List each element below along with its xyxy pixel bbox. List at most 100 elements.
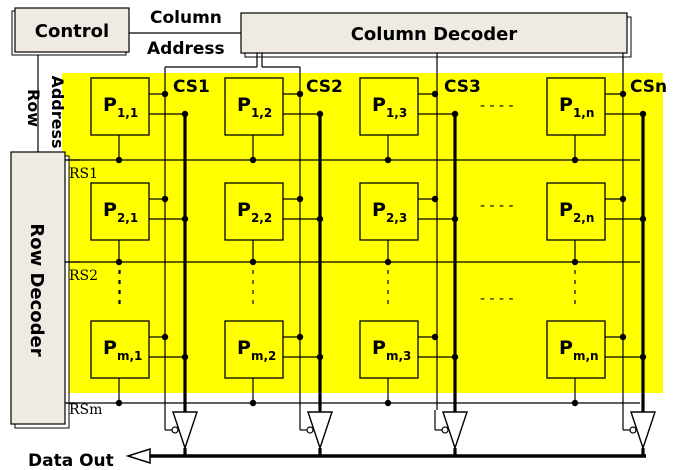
junction-dot bbox=[571, 156, 579, 164]
row-decoder-block: Row Decoder bbox=[10, 151, 70, 429]
cell-label-base: P bbox=[559, 94, 573, 116]
control-block: Control bbox=[11, 7, 130, 56]
data-out-arrow bbox=[125, 447, 151, 465]
cell-box bbox=[546, 182, 606, 241]
column-continuation-dashes: - - - - bbox=[480, 98, 514, 114]
column-select-label: CS2 bbox=[306, 77, 343, 97]
column-label: Column bbox=[150, 8, 222, 28]
junction-dot bbox=[296, 195, 304, 203]
cell-label-base: P bbox=[237, 199, 251, 221]
cell-label: Pm,n bbox=[559, 337, 599, 363]
cell-label-subscript: m,n bbox=[573, 349, 599, 363]
cell-label-base: P bbox=[372, 94, 386, 116]
junction-dot bbox=[384, 258, 392, 266]
control-label: Control bbox=[35, 21, 109, 42]
junction-dot bbox=[431, 333, 439, 341]
cell-label-subscript: 1,2 bbox=[251, 106, 272, 120]
cell-label: Pm,1 bbox=[103, 337, 142, 363]
tri-state-buffer bbox=[630, 411, 656, 451]
cell-label-subscript: 1,3 bbox=[386, 106, 407, 120]
cell-box bbox=[90, 320, 150, 379]
cell-label-base: P bbox=[103, 94, 117, 116]
enable-bubble bbox=[629, 426, 637, 434]
column-select-label: CS3 bbox=[444, 77, 481, 97]
column-address-label: Address bbox=[147, 39, 225, 59]
row-select-label: RS1 bbox=[69, 166, 98, 182]
memory-cell: Pm,1 bbox=[90, 320, 150, 379]
enable-bubble bbox=[441, 426, 449, 434]
cell-label-subscript: m,1 bbox=[117, 349, 142, 363]
column-select-label: CSn bbox=[630, 77, 667, 97]
row-decoder-label: Row Decoder bbox=[26, 223, 47, 356]
column-select-label: CS1 bbox=[173, 77, 210, 97]
cell-box bbox=[546, 77, 606, 136]
cell-label: Pm,2 bbox=[237, 337, 276, 363]
junction-dot bbox=[115, 156, 123, 164]
memory-cell: Pm,2 bbox=[224, 320, 284, 379]
cell-label-subscript: 2,1 bbox=[117, 211, 138, 225]
memory-cell: Pm,3 bbox=[359, 320, 419, 379]
row-label: Row bbox=[24, 89, 43, 127]
cell-label: P1,1 bbox=[103, 94, 138, 120]
cell-label-base: P bbox=[237, 94, 251, 116]
memory-cell: P2,2 bbox=[224, 182, 284, 241]
junction-dot bbox=[619, 90, 627, 98]
junction-dot bbox=[249, 156, 257, 164]
cell-label: P2,n bbox=[559, 199, 594, 225]
cell-label: P2,3 bbox=[372, 199, 407, 225]
junction-dot bbox=[431, 195, 439, 203]
cell-label-subscript: 1,n bbox=[573, 106, 594, 120]
junction-dot bbox=[161, 333, 169, 341]
cell-label-base: P bbox=[372, 199, 386, 221]
enable-bubble bbox=[171, 426, 179, 434]
cell-label-subscript: 1,1 bbox=[117, 106, 138, 120]
cell-label-subscript: 2,n bbox=[573, 211, 594, 225]
memory-cell: P2,3 bbox=[359, 182, 419, 241]
junction-dot bbox=[384, 399, 392, 407]
junction-dot bbox=[115, 399, 123, 407]
memory-cell: P1,n bbox=[546, 77, 606, 136]
cell-label-base: P bbox=[372, 337, 386, 359]
cell-label: P1,n bbox=[559, 94, 594, 120]
junction-dot bbox=[571, 399, 579, 407]
cell-box bbox=[224, 182, 284, 241]
cell-box bbox=[359, 320, 419, 379]
cell-box bbox=[224, 320, 284, 379]
enable-bubble bbox=[306, 426, 314, 434]
cell-label-subscript: m,2 bbox=[251, 349, 276, 363]
cell-label: P2,1 bbox=[103, 199, 138, 225]
junction-dot bbox=[249, 258, 257, 266]
memory-cell: Pm,n bbox=[546, 320, 606, 379]
cell-label: P1,2 bbox=[237, 94, 272, 120]
junction-dot bbox=[115, 258, 123, 266]
row-select-label: RS2 bbox=[69, 268, 98, 284]
memory-cell: P2,1 bbox=[90, 182, 150, 241]
column-decoder-label: Column Decoder bbox=[351, 24, 518, 45]
cell-label-base: P bbox=[559, 337, 573, 359]
select-labels-layer: - - - - - - - - - - - - CS1 CS2 CS3 CSnRS1RS2R… bbox=[69, 77, 667, 418]
memory-cell: P2,n bbox=[546, 182, 606, 241]
tri-state-buffer bbox=[172, 411, 198, 451]
cell-label: P1,3 bbox=[372, 94, 407, 120]
cell-label-base: P bbox=[103, 337, 117, 359]
column-continuation-dashes: - - - - bbox=[480, 291, 514, 307]
junction-dot bbox=[161, 90, 169, 98]
memory-cell: P1,2 bbox=[224, 77, 284, 136]
column-continuation-dashes: - - - - bbox=[480, 198, 514, 214]
junction-dot bbox=[161, 195, 169, 203]
cell-box bbox=[546, 320, 606, 379]
tri-state-buffer bbox=[442, 411, 468, 451]
junction-dot bbox=[296, 333, 304, 341]
wiring-layer bbox=[65, 53, 656, 465]
cell-label-subscript: 2,2 bbox=[251, 211, 272, 225]
cell-label-base: P bbox=[237, 337, 251, 359]
cell-label: Pm,3 bbox=[372, 337, 411, 363]
cell-label: P2,2 bbox=[237, 199, 272, 225]
row-address-label: Address bbox=[48, 75, 67, 148]
tri-state-buffer bbox=[307, 411, 333, 451]
cell-box bbox=[224, 77, 284, 136]
junction-dot bbox=[619, 195, 627, 203]
row-select-label: RSm bbox=[69, 402, 102, 418]
